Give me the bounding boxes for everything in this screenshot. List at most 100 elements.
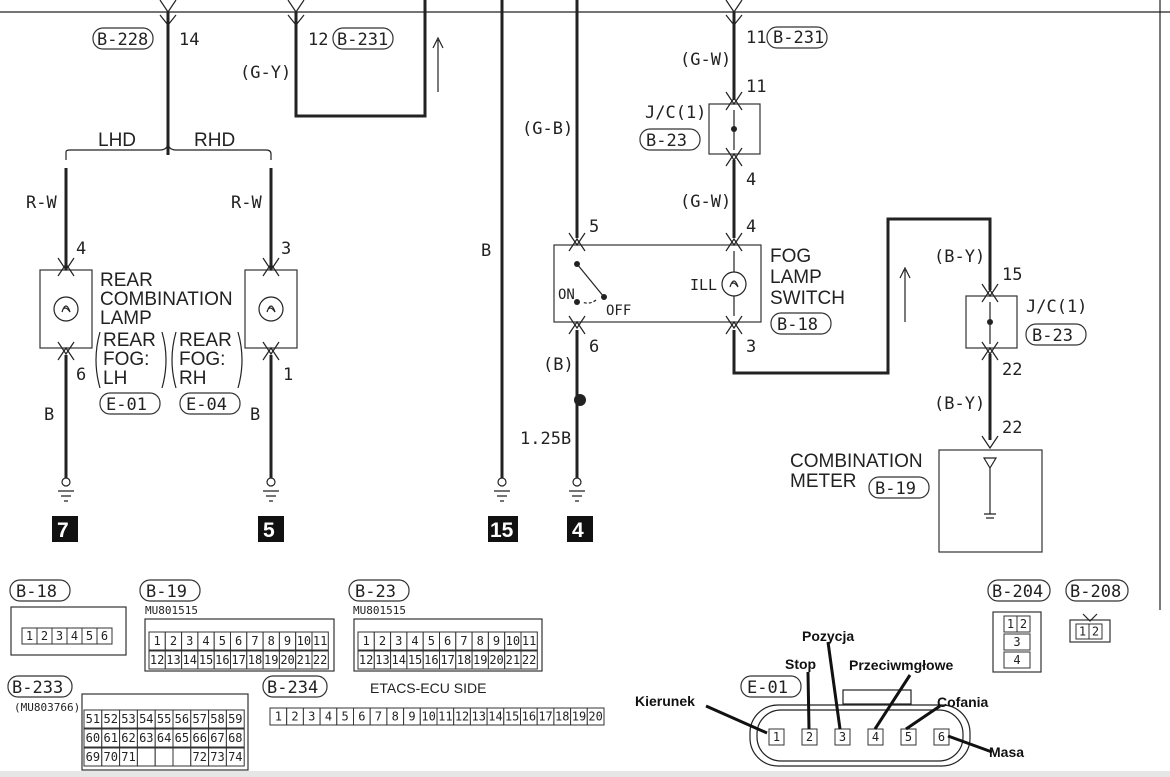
label-masa: Masa xyxy=(989,744,1024,760)
meter-ground-icon xyxy=(984,513,996,519)
conn-b204-label: B-204 xyxy=(992,582,1043,602)
rear-lamp-title-3: LAMP xyxy=(100,308,152,329)
leader-cofania xyxy=(905,704,941,731)
b234-pin-12: 12 xyxy=(455,710,469,724)
ground-icon-15 xyxy=(494,490,510,502)
wire-color-b-y-2: (B-Y) xyxy=(934,394,985,414)
b233-pin-64: 64 xyxy=(157,731,171,745)
conn-e01-outer xyxy=(749,704,971,767)
filament-rh-icon xyxy=(266,305,276,313)
b23-pin-20: 20 xyxy=(489,653,503,667)
pin-11-top-label: 11 xyxy=(746,28,766,48)
e01-pin-1: 1 xyxy=(773,730,780,744)
b204-pin-2-cell xyxy=(1016,615,1031,633)
e01-pin-2: 2 xyxy=(806,730,813,744)
wire-color-b-right: B xyxy=(250,405,260,425)
b23-pin-11: 11 xyxy=(522,634,536,648)
arrow-lamp-lh-in xyxy=(57,257,75,277)
b19-pin-1: 1 xyxy=(154,634,161,648)
b18-pin-5: 5 xyxy=(86,629,93,643)
filament-lh-icon xyxy=(61,305,71,313)
b19-pin-6: 6 xyxy=(235,634,242,648)
arrow-switch-out-right xyxy=(725,315,743,335)
b19-pin-20: 20 xyxy=(280,653,294,667)
meter-diode-icon xyxy=(982,457,998,470)
b19-pin-21: 21 xyxy=(297,653,311,667)
connector-b228-label: B-228 xyxy=(97,30,148,50)
b234-pin-8: 8 xyxy=(392,710,399,724)
b233-pin-blank3-cell xyxy=(136,747,156,767)
b233-pin-52: 52 xyxy=(103,712,117,726)
b233-pin-blank4-cell xyxy=(154,747,174,767)
conn-b19-label: B-19 xyxy=(146,582,187,602)
conn-b233-label: B-233 xyxy=(12,678,63,698)
b19-pin-10: 10 xyxy=(297,634,311,648)
ground-badge-15 xyxy=(488,516,518,542)
ground-badge-5 xyxy=(258,516,284,542)
b233-pin-blank5-cell xyxy=(172,747,192,767)
connector-b23-right-badge xyxy=(1025,323,1087,346)
b234-pin-19: 19 xyxy=(572,710,586,724)
b19-pin-8: 8 xyxy=(268,634,275,648)
b233-pin-72: 72 xyxy=(192,750,206,764)
wire-color-rw-left: R-W xyxy=(26,193,57,213)
e01-pin-2-cell xyxy=(801,728,818,746)
leader-przeciwmglowe xyxy=(873,674,912,730)
b23-pin-16: 16 xyxy=(424,653,438,667)
connector-b23-top-label: B-23 xyxy=(646,131,687,151)
ground-number-7: 7 xyxy=(57,519,69,542)
arrow-meter-in xyxy=(981,435,999,450)
e01-pin-1-cell xyxy=(768,728,785,746)
b234-pin-4: 4 xyxy=(325,710,332,724)
b234-pin-10: 10 xyxy=(421,710,435,724)
b23-pin-12: 12 xyxy=(359,653,373,667)
pin-11-label: 11 xyxy=(746,77,766,97)
arrow-switch-in-left xyxy=(568,232,586,252)
b233-pin-62: 62 xyxy=(121,731,135,745)
b233-pin-68: 68 xyxy=(228,731,242,745)
b19-pin-15: 15 xyxy=(199,653,213,667)
b234-pin-11: 11 xyxy=(438,710,452,724)
pin-1-label: 1 xyxy=(283,365,293,385)
ground-number-5: 5 xyxy=(263,519,275,542)
b234-pin-20: 20 xyxy=(588,710,602,724)
b23-pin-4: 4 xyxy=(411,634,418,648)
b23-pin-2: 2 xyxy=(379,634,386,648)
b23-pin-15: 15 xyxy=(408,653,422,667)
rhd-label: RHD xyxy=(194,130,235,151)
b233-pin-53: 53 xyxy=(121,712,135,726)
b23-pin-7: 7 xyxy=(460,634,467,648)
b23-pin-19: 19 xyxy=(473,653,487,667)
pin-14-label: 14 xyxy=(179,30,199,50)
e01-annotations: Kierunek Stop Pozycja Przeciwmgłowe Cofa… xyxy=(635,628,1024,760)
b233-pin-56: 56 xyxy=(175,712,189,726)
pin-6-label: 6 xyxy=(76,365,86,385)
b23-pin-10: 10 xyxy=(506,634,520,648)
lh-label-1: REAR xyxy=(103,330,156,351)
b233-pin-69: 69 xyxy=(86,750,100,764)
b19-pin-3: 3 xyxy=(186,634,193,648)
b23-pin-6: 6 xyxy=(444,634,451,648)
b19-pin-19: 19 xyxy=(264,653,278,667)
b233-pin-74-cell xyxy=(225,747,245,767)
jc-right-pin-15: 15 xyxy=(1002,265,1022,285)
b233-pin-59: 59 xyxy=(228,712,242,726)
splice-point xyxy=(574,394,586,406)
b234-pin-15: 15 xyxy=(505,710,519,724)
e01-pin-3-cell xyxy=(834,728,851,746)
conn-b19-part: MU801515 xyxy=(145,604,198,617)
b233-pin-51: 51 xyxy=(86,712,100,726)
b23-pin-22-cell xyxy=(520,650,538,670)
leader-stop xyxy=(806,671,811,730)
switch-lever xyxy=(576,263,605,298)
e01-pin-5: 5 xyxy=(905,730,912,744)
b233-pin-57: 57 xyxy=(192,712,206,726)
label-cofania: Cofania xyxy=(937,694,989,710)
pin-4-label: 4 xyxy=(76,239,86,259)
b19-pin-5: 5 xyxy=(219,634,226,648)
label-kierunek: Kierunek xyxy=(635,693,695,709)
ground-point-15 xyxy=(497,477,507,487)
